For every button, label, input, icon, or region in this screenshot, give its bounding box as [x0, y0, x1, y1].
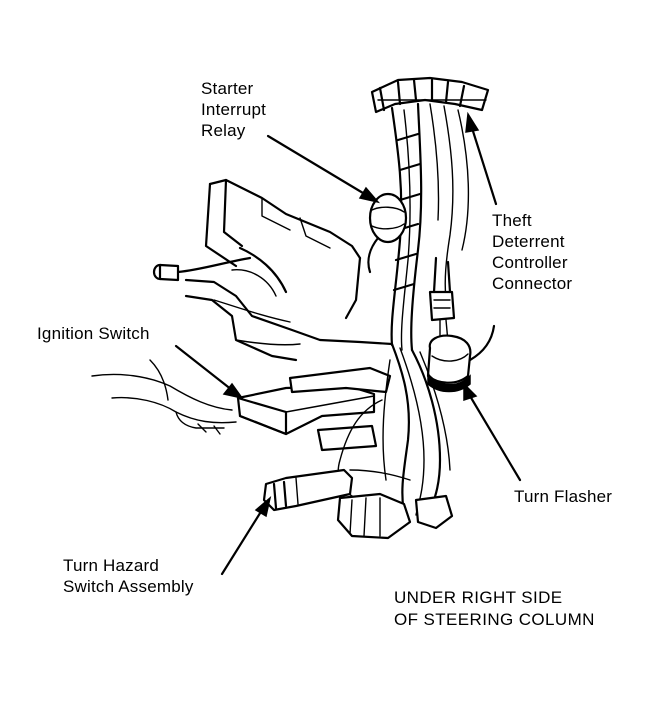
dash-outline-sketch: [91, 359, 237, 435]
label-starter-interrupt-relay: Starter Interrupt Relay: [201, 79, 267, 140]
ignition-switch-arrowhead: [222, 382, 244, 400]
lamp-socket-part: [152, 256, 252, 282]
leader-arrows: [174, 111, 522, 576]
wire-harness-lower: [316, 342, 454, 540]
wire-harness-main: [390, 102, 470, 352]
theft-deterrent-connector-part: [428, 256, 456, 343]
steering-column-housing: [184, 178, 394, 362]
ignition-switch-leader-line: [174, 344, 234, 392]
turn-flasher-part: [426, 324, 496, 393]
relay-leader-line: [266, 134, 370, 198]
label-turn-flasher: Turn Flasher: [514, 487, 613, 506]
starter-interrupt-relay-part: [367, 192, 408, 274]
turn-hazard-leader-line: [220, 508, 264, 576]
ignition-switch-part: [236, 366, 392, 436]
top-connector-block: [370, 76, 490, 114]
theft-connector-arrowhead: [465, 111, 480, 133]
relay-arrowhead: [358, 186, 381, 204]
diagram-caption: UNDER RIGHT SIDE OF STEERING COLUMN: [394, 588, 595, 629]
theft-connector-leader-line: [470, 126, 498, 206]
label-turn-hazard-switch-assembly: Turn Hazard Switch Assembly: [63, 556, 194, 596]
turn-flasher-leader-line: [468, 394, 522, 482]
label-ignition-switch: Ignition Switch: [37, 324, 150, 343]
label-theft-deterrent-controller-connector: Theft Deterrent Controller Connector: [492, 211, 573, 293]
turn-flasher-arrowhead: [463, 382, 478, 402]
turn-hazard-arrowhead: [254, 495, 272, 518]
